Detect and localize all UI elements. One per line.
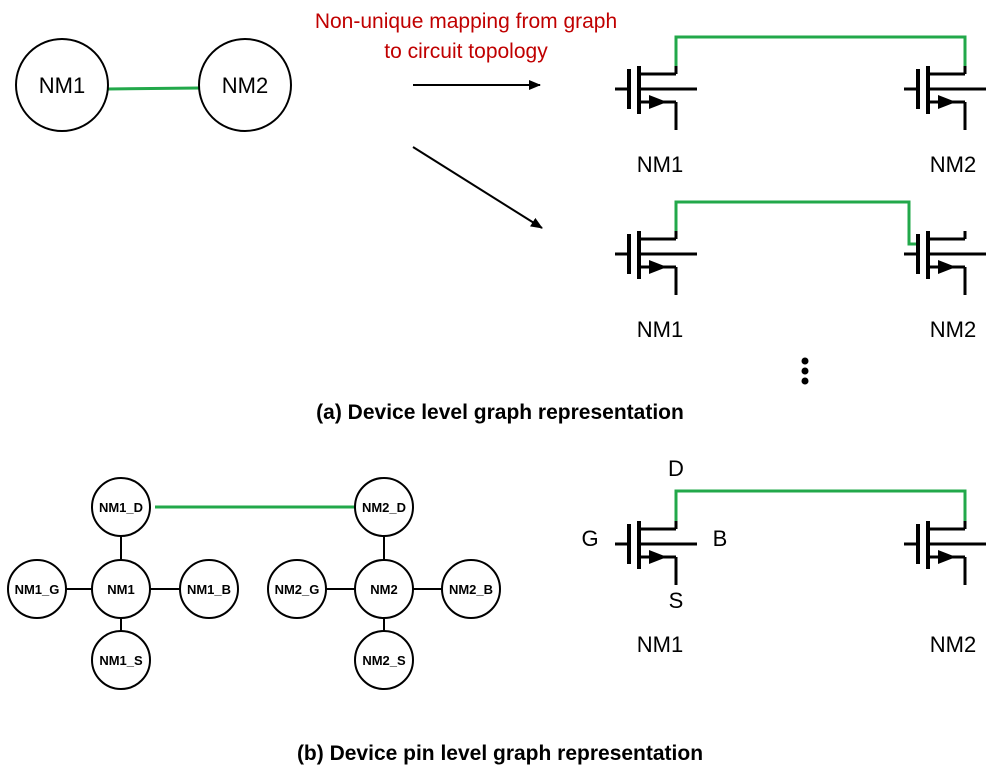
- nmos-transistor-icon: [613, 519, 699, 587]
- svg-text:NM2: NM2: [370, 582, 397, 597]
- circuit-left-label: NM1: [637, 632, 683, 657]
- mapping-1-right-label: NM2: [930, 152, 976, 177]
- graph-node-nm2-s: NM2_S: [354, 630, 414, 690]
- graph-node-nm1-s: NM1_S: [91, 630, 151, 690]
- graph-node-nm1: NM1: [15, 38, 109, 132]
- svg-text:NM1_B: NM1_B: [187, 582, 231, 597]
- more-mappings-ellipsis-icon: [801, 357, 809, 385]
- pin-label-gate: G: [581, 526, 598, 551]
- wire-drain-to-drain: [674, 489, 967, 521]
- annotation-line-1: Non-unique mapping from graph: [315, 10, 617, 33]
- pin-level-graph: NM1_D NM1 NM1_G NM1_B NM1_S: [7, 477, 501, 690]
- panel-a-caption: (a) Device level graph representation: [316, 401, 684, 424]
- panel-b: NM1_D NM1 NM1_G NM1_B NM1_S: [7, 456, 988, 765]
- device-level-graph: NM1 NM2: [15, 38, 292, 132]
- graph-node-nm2-label: NM2: [222, 73, 268, 98]
- graph-node-nm2: NM2: [198, 38, 292, 132]
- circuit-mapping-2: NM1 NM2: [613, 200, 988, 342]
- nm2-cluster: NM2_D NM2 NM2_G NM2_B NM2_S: [267, 477, 501, 690]
- pin-level-circuit: D G B S NM1 NM2: [581, 456, 988, 657]
- mapping-1-left-label: NM1: [637, 152, 683, 177]
- graph-edge-nm1-nm2: [106, 86, 201, 91]
- svg-text:NM2_G: NM2_G: [275, 582, 320, 597]
- nm1-cluster: NM1_D NM1 NM1_G NM1_B NM1_S: [7, 477, 239, 690]
- graph-node-nm2-b: NM2_B: [441, 559, 501, 619]
- svg-text:NM1_D: NM1_D: [99, 500, 143, 515]
- pin-label-drain: D: [668, 456, 684, 481]
- graph-node-nm2: NM2: [354, 559, 414, 619]
- mapping-2-right-label: NM2: [930, 317, 976, 342]
- wire-drain-to-gate: [674, 200, 918, 246]
- svg-text:NM1: NM1: [107, 582, 134, 597]
- panel-b-caption: (b) Device pin level graph representatio…: [297, 742, 703, 765]
- nmos-transistor-icon: [902, 229, 988, 297]
- nmos-transistor-icon: [613, 64, 699, 132]
- circuit-mapping-1: NM1 NM2: [613, 35, 988, 177]
- graph-node-nm1-label: NM1: [39, 73, 85, 98]
- graph-edges: [66, 536, 442, 631]
- wire-drain-to-drain: [674, 35, 967, 66]
- graph-node-nm2-d: NM2_D: [354, 477, 414, 537]
- nmos-transistor-icon: [902, 519, 988, 587]
- nmos-transistor-icon: [902, 64, 988, 132]
- mapping-arrow-2: [412, 146, 543, 229]
- graph-node-nm1-d: NM1_D: [91, 477, 151, 537]
- graph-node-nm2-g: NM2_G: [267, 559, 327, 619]
- mapping-annotation: Non-unique mapping from graph to circuit…: [315, 10, 617, 63]
- svg-text:NM2_B: NM2_B: [449, 582, 493, 597]
- svg-text:NM1_G: NM1_G: [15, 582, 60, 597]
- circuit-right-label: NM2: [930, 632, 976, 657]
- nmos-transistor-icon: [613, 229, 699, 297]
- annotation-line-2: to circuit topology: [384, 40, 548, 63]
- graph-node-nm1: NM1: [91, 559, 151, 619]
- svg-text:NM2_D: NM2_D: [362, 500, 406, 515]
- graph-node-nm1-b: NM1_B: [179, 559, 239, 619]
- svg-text:NM2_S: NM2_S: [362, 653, 406, 668]
- mapping-2-left-label: NM1: [637, 317, 683, 342]
- pin-label-bulk: B: [713, 526, 728, 551]
- graph-node-nm1-g: NM1_G: [7, 559, 67, 619]
- panel-a: NM1 NM2 Non-unique mapping from graph to…: [15, 10, 988, 424]
- svg-text:NM1_S: NM1_S: [99, 653, 143, 668]
- pin-label-source: S: [669, 588, 684, 613]
